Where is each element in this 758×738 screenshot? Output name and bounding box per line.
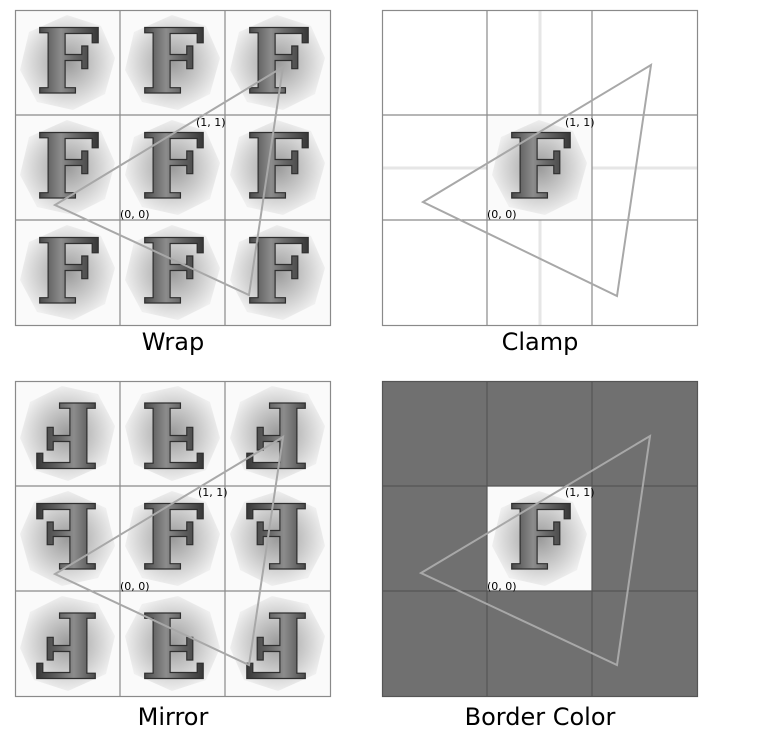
- texture-tile: [225, 486, 330, 591]
- clamp-origin-label: (0, 0): [487, 208, 517, 221]
- sample-triangle: [52, 65, 285, 297]
- texture-tile: [120, 591, 225, 696]
- texture-tile: [15, 10, 120, 115]
- sample-triangle: [52, 435, 285, 667]
- wrap-origin-label: (0, 0): [120, 208, 150, 221]
- border-origin-label: (0, 0): [487, 580, 517, 593]
- wrap-caption: Wrap: [141, 328, 205, 356]
- clamp-panel: [381, 9, 699, 327]
- border-corner-label: (1, 1): [565, 486, 595, 499]
- mirror-origin-label: (0, 0): [120, 580, 150, 593]
- texture-tile: [120, 10, 225, 115]
- sample-triangle: [420, 63, 653, 298]
- clamp-caption: Clamp: [501, 328, 579, 356]
- border-caption: Border Color: [464, 703, 616, 731]
- border-panel: [381, 380, 699, 698]
- grid-lines: [381, 9, 699, 327]
- texture-tile: [15, 486, 120, 591]
- grid-lines: [14, 9, 332, 327]
- mirror-panel: [14, 380, 332, 698]
- texture-tile: [487, 115, 592, 220]
- wrap-corner-label: (1, 1): [196, 116, 226, 129]
- texture-tile: [120, 220, 225, 325]
- texture-tile: [225, 220, 330, 325]
- texture-tile: [487, 486, 592, 591]
- texture-tile: [15, 115, 120, 220]
- mirror-caption: Mirror: [137, 703, 209, 731]
- grid-lines: [381, 380, 699, 698]
- texture-tile: [15, 220, 120, 325]
- grid-lines: [14, 380, 332, 698]
- texture-tile: [225, 591, 330, 696]
- texture-tile: [225, 115, 330, 220]
- clamp-corner-label: (1, 1): [565, 116, 595, 129]
- texture-tile: [15, 381, 120, 486]
- texture-tile: [120, 486, 225, 591]
- wrap-panel: [14, 9, 332, 327]
- texture-tile: [120, 381, 225, 486]
- texture-tile: [120, 115, 225, 220]
- sample-triangle: [418, 434, 652, 667]
- mirror-corner-label: (1, 1): [198, 486, 228, 499]
- texture-tile: [15, 591, 120, 696]
